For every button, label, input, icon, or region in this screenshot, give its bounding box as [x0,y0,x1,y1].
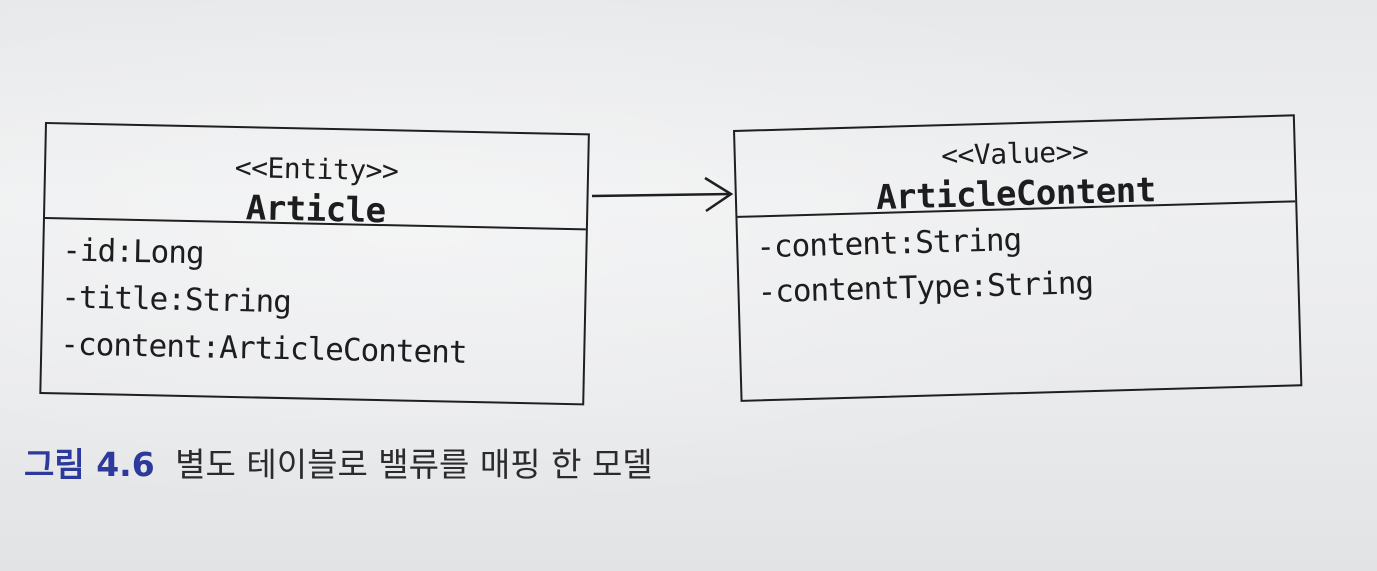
arrowhead-icon [704,176,734,213]
figure-caption-text: 별도 테이블로 밸류를 매핑 한 모델 [175,445,653,484]
attribute-list-article-content: -content:String -contentType:String [737,202,1298,316]
association-line [591,192,732,198]
class-header-article-content: <<Value>> ArticleContent [735,116,1296,218]
figure-caption: 그림 4.6 별도 테이블로 밸류를 매핑 한 모델 [24,443,653,487]
class-box-article-content: <<Value>> ArticleContent -content:String… [733,114,1303,402]
figure-number: 그림 4.6 [24,445,155,484]
